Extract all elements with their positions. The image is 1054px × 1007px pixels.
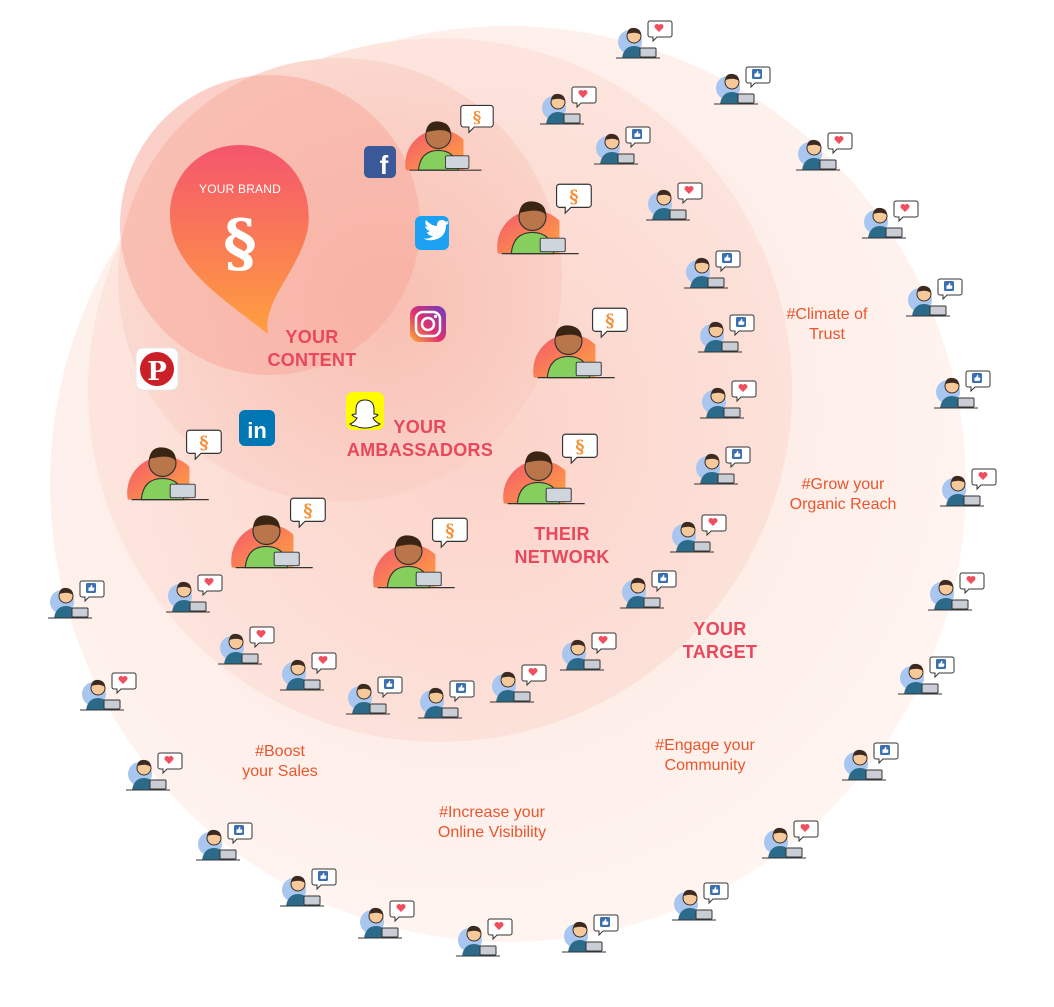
hashtag-climate-of-trust: #Climate of Trust — [786, 306, 868, 343]
thumbs-up-icon — [972, 373, 982, 383]
thumbs-up-icon — [732, 449, 742, 459]
thumbs-up-icon — [86, 583, 96, 593]
your-ambassadors-label: YOUR AMBASSADORS — [346, 417, 494, 460]
thumbs-up-icon — [722, 253, 732, 263]
sociabble-s-icon: § — [223, 206, 256, 281]
snapchat-icon — [346, 392, 384, 430]
thumbs-up-icon — [632, 129, 642, 139]
audience-member — [714, 66, 771, 105]
your-target-label: YOUR TARGET — [682, 619, 758, 662]
thumbs-up-icon — [318, 871, 328, 881]
pinterest-icon: P — [135, 347, 179, 391]
hashtag-engage-community: #Engage your Community — [655, 737, 755, 774]
thumbs-up-icon — [234, 825, 244, 835]
thumbs-up-icon — [600, 917, 610, 927]
their-network-label: THEIR NETWORK — [514, 524, 610, 567]
svg-text:f: f — [380, 150, 389, 180]
svg-text:in: in — [247, 418, 267, 443]
thumbs-up-icon — [384, 679, 394, 689]
linkedin-icon: in — [239, 410, 275, 446]
brand-pin: § — [170, 145, 309, 334]
twitter-icon — [415, 216, 449, 250]
brand-label: YOUR BRAND — [198, 182, 281, 196]
audience-avatar — [616, 20, 673, 59]
instagram-icon — [410, 306, 446, 342]
thumbs-up-icon — [456, 683, 466, 693]
hashtag-boost-sales: #Boost your Sales — [242, 743, 318, 780]
thumbs-up-icon — [936, 659, 946, 669]
facebook-icon: f — [364, 146, 396, 180]
thumbs-up-icon — [710, 885, 720, 895]
hashtag-grow-organic-reach: #Grow your Organic Reach — [789, 476, 897, 513]
thumbs-up-icon — [880, 745, 890, 755]
your-content-label: YOUR CONTENT — [267, 327, 357, 370]
audience-member — [616, 20, 673, 59]
svg-text:P: P — [147, 357, 167, 387]
thumbs-up-icon — [736, 317, 746, 327]
thumbs-up-icon — [658, 573, 668, 583]
hashtag-increase-online-visibility: #Increase your Online Visibility — [437, 804, 547, 841]
thumbs-up-icon — [944, 281, 954, 291]
thumbs-up-icon — [752, 69, 762, 79]
